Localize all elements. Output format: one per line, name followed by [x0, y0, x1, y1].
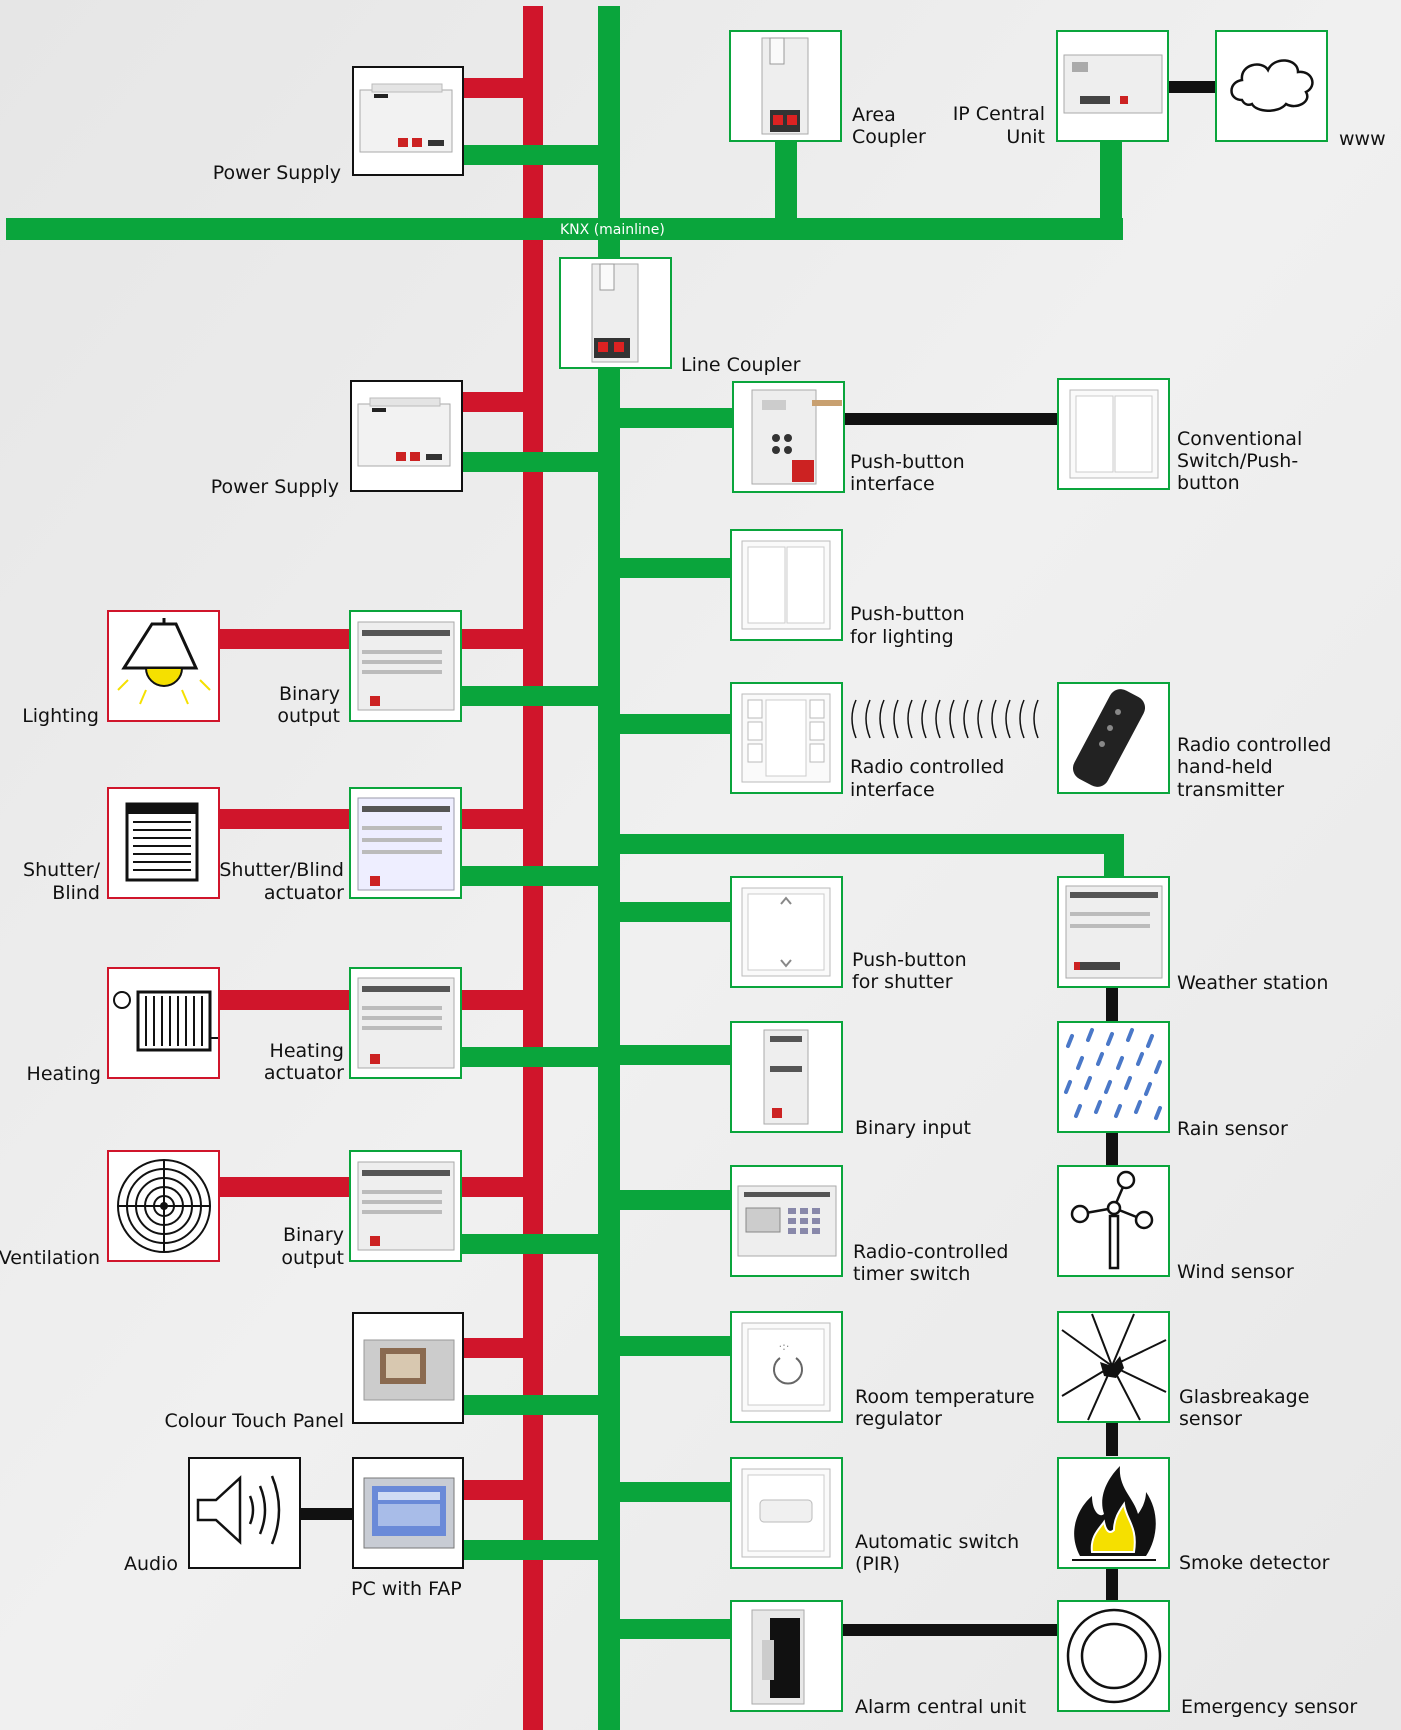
label-binary-output-2-line2: output — [281, 1247, 344, 1269]
timer-switch-device — [730, 1165, 843, 1277]
label-area-coupler-line2: Coupler — [852, 126, 926, 148]
label-weather-station: Weather station — [1177, 972, 1328, 994]
radio-interface-device — [730, 682, 843, 794]
label-emergency-sensor: Emergency sensor — [1181, 1696, 1357, 1718]
label-shutter-actuator-line1: Shutter/Blind — [219, 859, 344, 881]
label-ip-central-unit-line2: Unit — [1006, 126, 1045, 148]
label-pushbutton-shutter-line1: Push-button — [852, 949, 967, 971]
label-wind-sensor: Wind sensor — [1177, 1261, 1294, 1283]
pc-with-fap-device — [352, 1457, 464, 1569]
label-binary-output-1-line2: output — [277, 705, 340, 727]
label-room-temp-regulator-line1: Room temperature — [855, 1386, 1035, 1408]
label-alarm-central-unit: Alarm central unit — [855, 1696, 1026, 1718]
mainline-label: KNX (mainline) — [560, 222, 665, 238]
label-automatic-switch-line1: Automatic switch — [855, 1531, 1019, 1553]
label-ventilation: Ventilation — [0, 1247, 100, 1269]
heating-radiator-icon — [107, 967, 220, 1079]
label-www: www — [1339, 128, 1386, 150]
emergency-sensor-icon — [1057, 1600, 1170, 1712]
label-conventional-switch-line1: Conventional — [1177, 428, 1302, 450]
rain-sensor-icon — [1057, 1021, 1170, 1133]
label-pushbutton-lighting-line2: for lighting — [850, 626, 954, 648]
label-radio-transmitter-line3: transmitter — [1177, 779, 1284, 801]
label-timer-switch-line1: Radio-controlled — [853, 1241, 1009, 1263]
svg-text:·:·: ·:· — [779, 1340, 790, 1353]
area-coupler-device — [729, 30, 842, 142]
labels: Power Supply Area Coupler IP Central Uni… — [0, 103, 1386, 1718]
lighting-lamp-icon — [107, 610, 220, 722]
shutter-blind-icon — [107, 787, 220, 899]
smoke-detector-icon — [1057, 1457, 1170, 1569]
label-radio-interface-line2: interface — [850, 779, 935, 801]
label-pushbutton-interface-line2: interface — [850, 473, 935, 495]
automatic-switch-device — [730, 1457, 843, 1569]
label-shutter-actuator-line2: actuator — [264, 882, 344, 904]
weather-station-device — [1057, 876, 1170, 988]
pushbutton-interface-device — [732, 381, 845, 493]
label-rain-sensor: Rain sensor — [1177, 1118, 1288, 1140]
room-temp-regulator-device: ·:· — [730, 1311, 843, 1423]
label-room-temp-regulator-line2: regulator — [855, 1408, 942, 1430]
label-area-coupler-line1: Area — [852, 104, 896, 126]
label-radio-interface-line1: Radio controlled — [850, 756, 1004, 778]
label-pushbutton-interface-line1: Push-button — [850, 451, 965, 473]
label-radio-transmitter-line2: hand-held — [1177, 756, 1273, 778]
label-power-supply-2: Power Supply — [211, 476, 339, 498]
label-radio-transmitter-line1: Radio controlled — [1177, 734, 1331, 756]
power-supply-1-device — [352, 66, 464, 176]
label-glassbreakage-sensor-line1: Glasbreakage — [1179, 1386, 1309, 1408]
connection-lines — [300, 81, 1216, 1636]
binary-output-2-device — [349, 1150, 462, 1262]
label-smoke-detector: Smoke detector — [1179, 1552, 1330, 1574]
label-conventional-switch-line2: Switch/Push- — [1177, 450, 1298, 472]
alarm-central-unit-device — [730, 1600, 843, 1712]
label-heating-actuator-line2: actuator — [264, 1062, 344, 1084]
label-shutter-blind-line1: Shutter/ — [23, 859, 101, 881]
binary-output-1-device — [349, 610, 462, 722]
label-heating-actuator-line1: Heating — [270, 1040, 344, 1062]
power-supply-2-device — [350, 380, 463, 492]
pushbutton-lighting-device — [730, 529, 843, 641]
wind-sensor-icon — [1057, 1165, 1170, 1277]
label-binary-output-2-line1: Binary — [283, 1224, 344, 1246]
label-power-supply-1: Power Supply — [213, 162, 341, 184]
label-binary-input: Binary input — [855, 1117, 971, 1139]
bus-lines — [6, 6, 1124, 1730]
radio-transmitter-device — [1057, 682, 1170, 794]
knx-mainline — [6, 218, 1123, 240]
ventilation-icon — [107, 1150, 220, 1262]
audio-speaker-icon — [188, 1457, 301, 1569]
label-timer-switch-line2: timer switch — [853, 1263, 970, 1285]
radio-waves-icon — [851, 699, 1039, 739]
colour-touch-panel-device — [352, 1312, 464, 1424]
label-pushbutton-shutter-line2: for shutter — [852, 971, 953, 993]
label-pushbutton-lighting-line1: Push-button — [850, 603, 965, 625]
label-audio: Audio — [124, 1553, 178, 1575]
pushbutton-shutter-device — [730, 876, 843, 988]
label-binary-output-1-line1: Binary — [279, 683, 340, 705]
heating-actuator-device — [349, 967, 462, 1079]
binary-input-device — [730, 1021, 843, 1133]
ip-central-unit-device — [1056, 30, 1169, 142]
label-pc-with-fap: PC with FAP — [351, 1578, 462, 1600]
label-lighting: Lighting — [22, 705, 99, 727]
label-colour-touch-panel: Colour Touch Panel — [164, 1410, 344, 1432]
line-coupler-device — [559, 257, 672, 369]
label-ip-central-unit-line1: IP Central — [953, 103, 1045, 125]
glassbreakage-sensor-icon — [1057, 1311, 1170, 1423]
label-shutter-blind-line2: Blind — [52, 882, 100, 904]
label-heating: Heating — [27, 1063, 101, 1085]
conventional-switch-device — [1057, 378, 1170, 490]
label-glassbreakage-sensor-line2: sensor — [1179, 1408, 1242, 1430]
label-automatic-switch-line2: (PIR) — [855, 1553, 900, 1575]
www-cloud-icon — [1215, 30, 1328, 142]
shutter-actuator-device — [349, 787, 462, 899]
label-line-coupler: Line Coupler — [681, 354, 801, 376]
label-conventional-switch-line3: button — [1177, 472, 1240, 494]
